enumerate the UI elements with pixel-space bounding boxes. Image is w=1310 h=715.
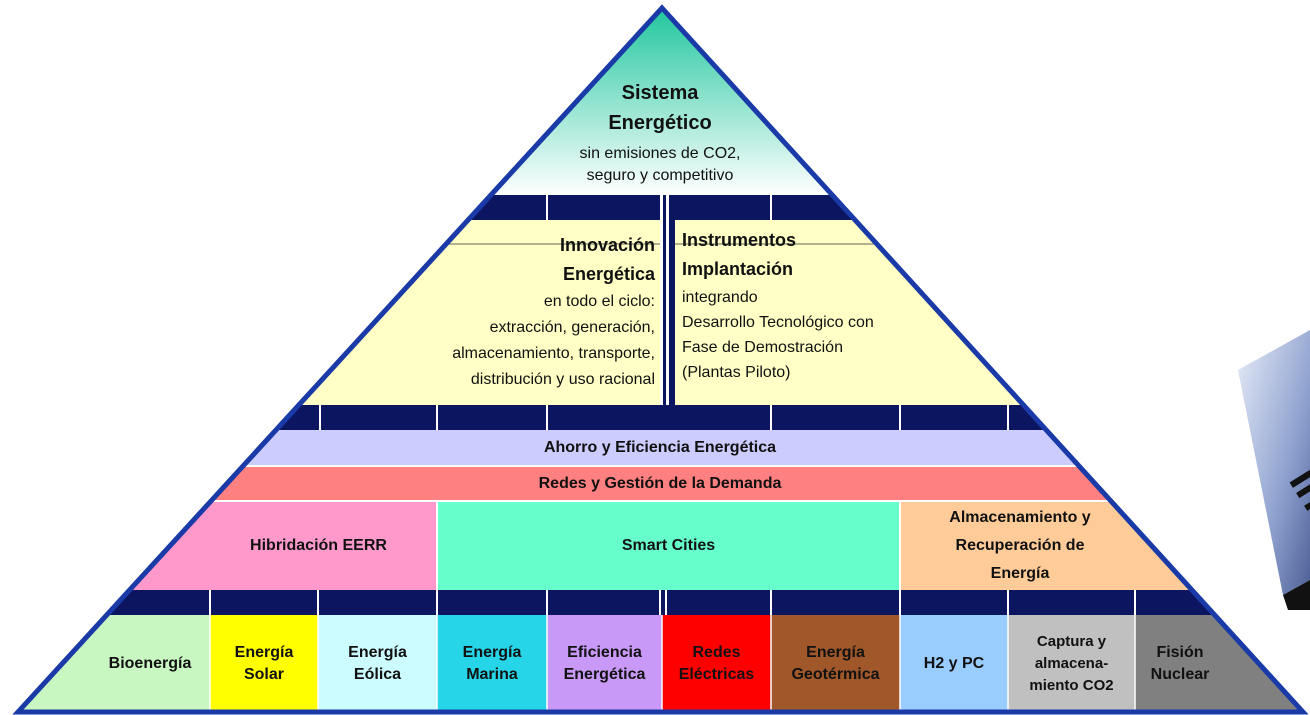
base-label-9-line-3: miento CO2 [1029, 676, 1114, 694]
base-block-2 [210, 615, 318, 712]
smart-cities-block [437, 502, 900, 590]
instruments-desc-line-4: (Plantas Piloto) [682, 364, 791, 381]
base-label-10-line-1: Fisión [1156, 643, 1204, 661]
almacenamiento-line-3: Energía [990, 565, 1050, 582]
innovation-desc-line-2: extracción, generación, [489, 319, 655, 336]
navy-band-1 [18, 195, 1303, 220]
base-label-4-line-1: Energía [462, 643, 522, 661]
base-label-8: H2 y PC [900, 615, 1008, 712]
base-label-6-line-1: Redes [692, 643, 741, 661]
base-label-6-line-2: Eléctricas [678, 665, 755, 683]
center-divider-right [666, 195, 669, 405]
innovation-title: Innovación Energética [380, 231, 655, 289]
base-label-9-line-1: Captura y [1036, 632, 1107, 650]
top-subtitle: sin emisiones de CO2, seguro y competiti… [540, 143, 780, 187]
almacenamiento-label: Almacenamiento y Recuperación de Energía [900, 502, 1140, 590]
base-label-1-line-1: Bioenergía [108, 654, 192, 672]
innovation-desc-line-1: en todo el ciclo: [543, 293, 655, 310]
almacenamiento-line-1: Almacenamiento y [949, 509, 1091, 526]
almacenamiento-line-2: Recuperación de [955, 537, 1085, 554]
base-block-8 [900, 615, 1008, 712]
instruments-title-line1: Instrumentos [682, 230, 797, 250]
base-block-5 [547, 615, 662, 712]
base-label-1: Bioenergía [90, 615, 210, 712]
base-block-3 [318, 615, 437, 712]
side-decoration-shape: In [1238, 330, 1310, 610]
smart-cities-label: Smart Cities [621, 537, 716, 554]
hibridacion-label: Hibridación EERR [250, 537, 387, 554]
instruments-desc-line-3: Fase de Demostración [682, 339, 843, 356]
navy-band-2 [18, 405, 1303, 430]
top-title: Sistema Energético [560, 78, 760, 138]
center-divider-bar [669, 220, 675, 405]
base-label-8-line-1: H2 y PC [923, 654, 985, 672]
base-label-3-line-1: Energía [348, 643, 407, 661]
base-block-9 [1008, 615, 1135, 712]
base-label-10-line-2: Nuclear [1150, 665, 1210, 683]
base-label-9-line-2: almacena- [1034, 654, 1109, 672]
top-title-line2: Energético [608, 112, 712, 134]
base-label-2-line-1: Energía [234, 643, 294, 661]
innovation-title-line1: Innovación [559, 235, 655, 255]
base-block-7 [771, 615, 900, 712]
innovation-description: en todo el ciclo: extracción, generación,… [360, 289, 655, 393]
top-title-line1: Sistema [621, 82, 699, 104]
base-label-2-line-2: Solar [243, 665, 284, 683]
navy-band-3 [18, 590, 1303, 615]
instruments-title: Instrumentos Implantación [682, 226, 942, 284]
ahorro-label: Ahorro y Eficiencia Energética [543, 438, 777, 456]
base-label-7-line-2: Geotérmica [791, 665, 880, 683]
base-block-6 [662, 615, 771, 712]
innovation-title-line2: Energética [562, 264, 655, 284]
innovation-desc-line-4: distribución y uso racional [470, 371, 655, 388]
base-label-5-line-1: Eficiencia [567, 643, 642, 661]
base-label-9: Captura y almacena-miento CO2 [1008, 615, 1135, 712]
base-label-4-line-2: Marina [466, 665, 518, 683]
redes-label: Redes y Gestión de la Demanda [538, 474, 782, 492]
pyramid-outline [12, 4, 1309, 715]
top-sub-line2: seguro y competitivo [586, 167, 734, 184]
instruments-desc-line-2: Desarrollo Tecnológico con [682, 314, 874, 331]
base-label-5-line-2: Energética [563, 665, 646, 683]
base-label-3-line-2: Eólica [353, 665, 402, 683]
center-divider-left [660, 195, 663, 405]
top-sub-line1: sin emisiones de CO2, [579, 145, 741, 162]
cream-section [18, 220, 1303, 405]
innovation-desc-line-3: almacenamiento, transporte, [452, 345, 655, 362]
instruments-title-line2: Implantación [682, 259, 794, 279]
base-block-4 [437, 615, 547, 712]
base-label-7-line-1: Energía [806, 643, 865, 661]
instruments-desc-line-1: integrando [682, 289, 758, 306]
